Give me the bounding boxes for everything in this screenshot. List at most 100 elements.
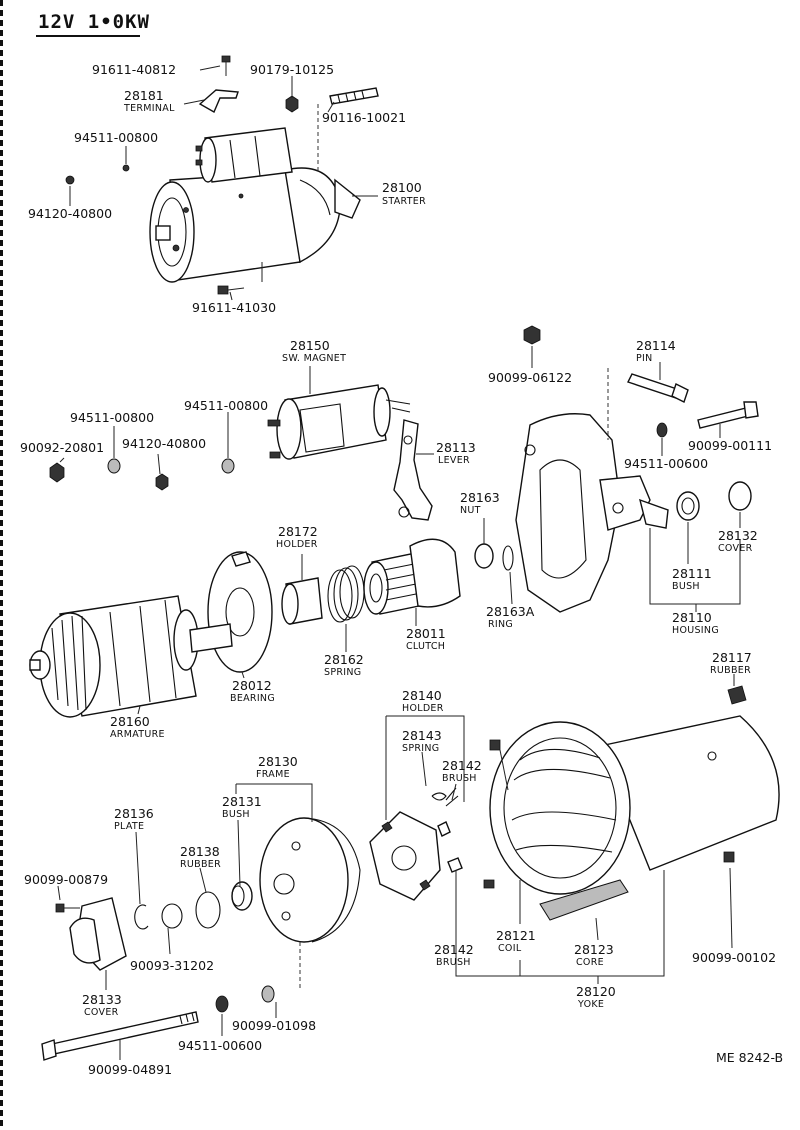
holder-28172-drawing <box>281 577 323 625</box>
washer-94511-left <box>107 458 121 474</box>
part-name-terminal: TERMINAL <box>123 103 175 114</box>
part-name-rubber-28138: RUBBER <box>180 859 221 870</box>
part-number-91611-40812: 91611-40812 <box>92 62 176 77</box>
drive-housing-drawing <box>515 413 669 613</box>
nut-90092 <box>49 462 65 483</box>
part-number-28162: 28162 <box>324 652 364 667</box>
nut-90179 <box>285 95 299 113</box>
part-number-28181: 28181 <box>124 88 164 103</box>
part-name-brush-lower: BRUSH <box>436 957 471 968</box>
bolt-91611-41030 <box>217 285 245 295</box>
solenoid-drawing <box>267 384 411 460</box>
part-number-94511-00800-mid: 94511-00800 <box>184 398 268 413</box>
part-number-28138: 28138 <box>180 844 220 859</box>
yoke-drawing <box>489 685 780 895</box>
cover-28132-drawing <box>728 481 752 511</box>
part-name-core: CORE <box>576 957 604 968</box>
plate-28136-drawing <box>134 904 149 930</box>
part-number-28143: 28143 <box>402 728 442 743</box>
part-labels: 91611-40812 90179-10125 28181 TERMINAL 9… <box>20 62 776 1077</box>
part-number-90099-01098: 90099-01098 <box>232 1018 316 1033</box>
washer-94511-top <box>122 164 130 172</box>
washer-94511-00600-bottom <box>215 995 229 1013</box>
spring-28162-drawing <box>327 565 365 623</box>
part-name-spring-28162: SPRING <box>324 667 361 678</box>
part-number-94511-00600-bottom: 94511-00600 <box>178 1038 262 1053</box>
part-name-clutch: CLUTCH <box>406 641 445 652</box>
part-name-ring: RING <box>488 619 513 630</box>
part-name-brush-upper: BRUSH <box>442 773 477 784</box>
rubber-28138-drawing <box>195 891 221 929</box>
washer-94511-mid <box>221 458 235 474</box>
part-number-90099-00111: 90099-00111 <box>688 438 772 453</box>
part-name-bearing: BEARING <box>230 693 275 704</box>
part-name-yoke: YOKE <box>577 999 604 1010</box>
part-number-28121: 28121 <box>496 928 536 943</box>
part-name-starter: STARTER <box>382 196 426 207</box>
part-number-28163: 28163 <box>460 490 500 505</box>
part-number-28012: 28012 <box>232 678 272 693</box>
part-name-spring-28143: SPRING <box>402 743 439 754</box>
lever-drawing <box>393 419 433 521</box>
end-frame-drawing <box>259 817 361 988</box>
part-number-90093-31202: 90093-31202 <box>130 958 214 973</box>
bearing-plate-28012-drawing <box>207 551 273 673</box>
armature-drawing <box>29 595 233 718</box>
part-name-coil: COIL <box>498 943 522 954</box>
leader-lines <box>57 65 741 1060</box>
part-number-28150: 28150 <box>290 338 330 353</box>
nut-28163-drawing <box>474 543 494 569</box>
brush-28142-drawing <box>445 787 459 807</box>
brush-holder-drawing <box>369 811 441 901</box>
part-number-90116-10021: 90116-10021 <box>322 110 406 125</box>
terminal-bracket <box>198 55 239 113</box>
drawing-reference: ME 8242-B <box>716 1050 783 1065</box>
pin-28114 <box>627 373 689 403</box>
part-number-90099-06122: 90099-06122 <box>488 370 572 385</box>
part-number-90099-04891: 90099-04891 <box>88 1062 172 1077</box>
washer-90093-drawing <box>161 903 183 929</box>
starter-assembly-drawing <box>149 127 361 283</box>
part-number-94120-40800-left: 94120-40800 <box>122 436 206 451</box>
through-bolt-drawing <box>41 1011 199 1061</box>
part-number-94511-00600-right: 94511-00600 <box>624 456 708 471</box>
part-number-28011: 28011 <box>406 626 446 641</box>
bolt-90099-00111 <box>697 401 759 429</box>
part-name-cover-28133: COVER <box>84 1007 119 1018</box>
ring-28163A-drawing <box>502 545 514 571</box>
cover-28133-drawing <box>69 897 127 971</box>
part-name-housing: HOUSING <box>672 625 719 636</box>
part-number-94511-00800-top: 94511-00800 <box>74 130 158 145</box>
part-number-28172: 28172 <box>278 524 318 539</box>
brush-28142-small-a <box>437 821 451 837</box>
part-name-rubber-28117: RUBBER <box>710 665 751 676</box>
part-number-90099-00102: 90099-00102 <box>692 950 776 965</box>
part-number-90092-20801: 90092-20801 <box>20 440 104 455</box>
part-number-90179-10125: 90179-10125 <box>250 62 334 77</box>
part-number-91611-41030: 91611-41030 <box>192 300 276 315</box>
part-number-28131: 28131 <box>222 794 262 809</box>
part-name-holder-28140: HOLDER <box>402 703 444 714</box>
nut-94120-left <box>155 473 169 491</box>
part-number-28132: 28132 <box>718 528 758 543</box>
part-name-sw-magnet: SW. MAGNET <box>282 353 346 364</box>
washer-94511-00600-right <box>656 422 668 438</box>
part-number-28133: 28133 <box>82 992 122 1007</box>
core-28123-drawing <box>539 879 629 921</box>
part-name-nut: NUT <box>460 505 481 516</box>
part-number-28111: 28111 <box>672 566 712 581</box>
part-number-94511-00800-left: 94511-00800 <box>70 410 154 425</box>
part-number-28136: 28136 <box>114 806 154 821</box>
part-number-28114: 28114 <box>636 338 676 353</box>
part-number-28117: 28117 <box>712 650 752 665</box>
brush-28142-small-b <box>447 857 463 873</box>
part-number-28163A: 28163A <box>486 604 535 619</box>
part-number-28142-upper: 28142 <box>442 758 482 773</box>
part-number-28140: 28140 <box>402 688 442 703</box>
part-number-28100: 28100 <box>382 180 422 195</box>
sheet-left-edge <box>0 0 3 1130</box>
clutch-drawing <box>363 538 461 615</box>
bush-28111-drawing <box>676 491 700 521</box>
